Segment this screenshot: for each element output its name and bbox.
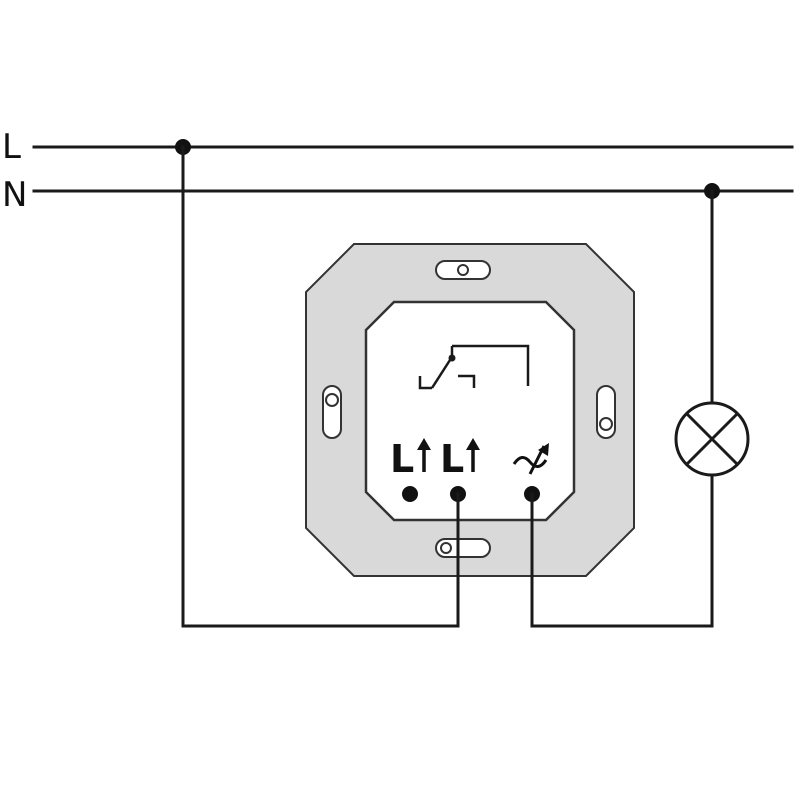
top-keyhole-slot xyxy=(435,260,491,280)
terminal-l2-arrow-icon xyxy=(466,438,480,472)
terminal-l2-label: L xyxy=(440,437,480,481)
terminal-l1-label: L xyxy=(390,437,431,481)
dimmer-insert: L L xyxy=(305,243,635,577)
dimmed-output-icon xyxy=(512,443,549,475)
live-line-label: L xyxy=(2,127,21,167)
internal-switch-symbol xyxy=(418,344,530,390)
load-wire xyxy=(530,474,714,628)
right-keyhole-slot xyxy=(596,385,616,439)
neutral-line-label: N xyxy=(2,175,27,215)
lamp-icon xyxy=(674,401,750,477)
terminal-l1-point xyxy=(402,486,418,502)
bottom-keyhole-slot xyxy=(435,538,491,558)
live-feed-wire xyxy=(181,145,460,628)
terminal-l1-text: L xyxy=(390,437,414,481)
terminal-l1-arrow-icon xyxy=(417,438,431,472)
terminal-l2-text: L xyxy=(440,437,464,481)
insert-face xyxy=(364,300,576,522)
left-keyhole-slot xyxy=(322,385,342,439)
